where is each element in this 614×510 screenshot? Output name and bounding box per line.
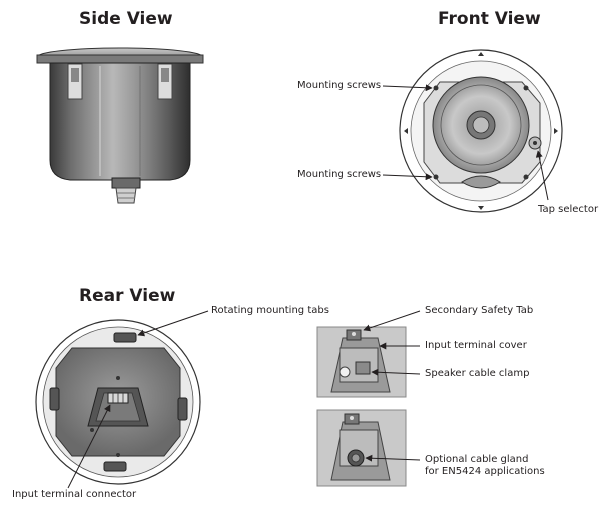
mounting-screw-bottom-left	[433, 174, 439, 180]
label-mounting-screws-top: Mounting screws	[297, 80, 382, 91]
front-view-title: Front View	[438, 9, 541, 29]
side-view-speaker	[36, 47, 204, 204]
mounting-screw-top-right	[523, 85, 529, 91]
rear-view-title: Rear View	[79, 286, 176, 306]
mounting-tab-top	[113, 332, 137, 343]
label-secondary-safety-tab: Secondary Safety Tab	[425, 305, 534, 316]
mounting-tab-right	[177, 397, 188, 421]
label-mounting-screws-bottom: Mounting screws	[297, 169, 382, 180]
front-view-speaker	[399, 49, 563, 213]
label-input-terminal-cover: Input terminal cover	[425, 340, 527, 351]
detail-panel-terminal-cover	[316, 326, 407, 398]
rear-view-speaker	[35, 319, 201, 485]
label-optional-cable-gland: Optional cable gland	[425, 454, 529, 465]
callout-lines	[67, 84, 549, 489]
detail-panel-cable-gland	[316, 409, 407, 487]
side-view-title: Side View	[79, 9, 173, 29]
label-en5424-applications: for EN5424 applications	[425, 466, 545, 477]
mounting-screw-top-left	[433, 85, 439, 91]
mounting-tab-left	[49, 387, 60, 411]
mounting-tab-bottom	[103, 461, 127, 472]
label-tap-selector: Tap selector	[538, 204, 599, 215]
label-speaker-cable-clamp: Speaker cable clamp	[425, 368, 530, 379]
label-rotating-mounting-tabs: Rotating mounting tabs	[211, 305, 329, 316]
label-input-terminal-connector: Input terminal connector	[12, 489, 137, 500]
mounting-screw-bottom-right	[523, 174, 529, 180]
